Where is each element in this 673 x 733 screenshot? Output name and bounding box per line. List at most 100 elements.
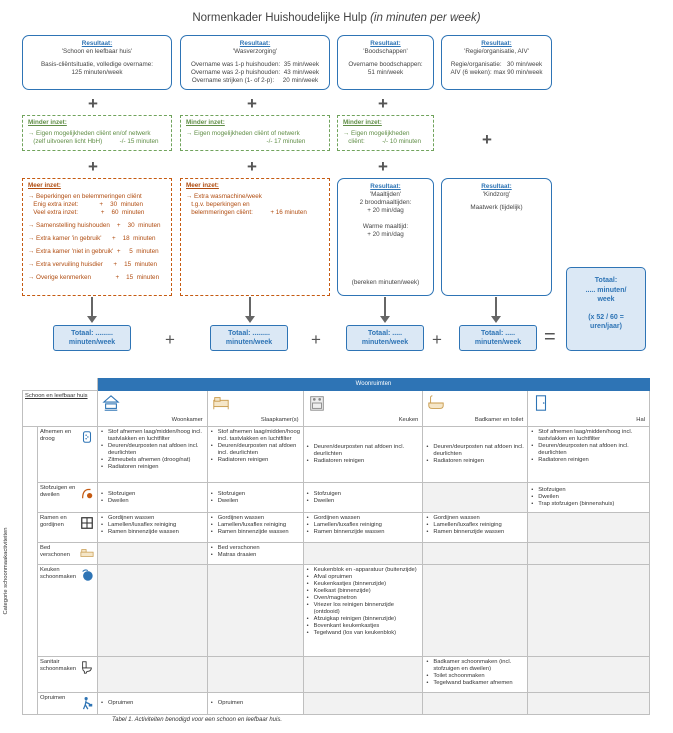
bedroom-icon [213,397,229,410]
category-cell: Categorie schoonmaakactiviteiten [3,426,38,715]
activity-bed: Bed verschonen [36,542,98,565]
totaal-grand: Totaal: ..... minuten/ week (x 52 / 60 =… [566,267,646,351]
down-arrow [87,297,97,323]
window-icon [81,517,93,529]
activities-table: Woonruimten Schoon en leefbaar huis Woon… [3,378,651,715]
table-row: Categorie schoonmaakactiviteiten Afnemen… [3,426,650,715]
cell: Gordijnen wassen Lamellen/luxaflex reini… [302,512,424,543]
cell: Gordijnen wassen Lamellen/luxaflex reini… [422,512,529,543]
down-arrow [380,297,390,323]
cell [422,482,529,513]
cell [422,692,529,715]
vacuum-icon [81,488,93,499]
totaal-boodschappen: Totaal: ..... minuten/week [346,325,424,351]
col-keuken: Keuken [302,390,424,427]
plus-sign: + [247,94,257,113]
cell: Stofzuigen Dweilen [302,482,424,513]
cell: Deuren/deurposten nat afdoen incl. deurl… [422,426,529,483]
plus-sign: + [88,157,98,176]
tidy-icon [82,697,93,710]
cell [527,564,650,657]
activity-afnemen: Afnemen en droog [36,426,98,483]
result-schoon-box: Resultaat: 'Schoon en leefbaar huis' Bas… [22,35,172,90]
cell: Gordijnen wassen Lamellen/luxaflex reini… [96,512,208,543]
column-header-row: Schoon en leefbaar huis Woonkamer Slaapk… [22,390,650,427]
meer-inzet-schoon: Meer inzet: → Beperkingen en belemmering… [22,178,172,296]
cell: Badkamer schoonmaken (incl. stofzuigen e… [422,656,529,693]
cell [422,564,529,657]
cell: Opruimen [206,692,304,715]
table-row: Ramen en gordijnen Gordijnen wassen Lame… [23,512,650,543]
minder-inzet-schoon: Minder inzet: → Eigen mogelijkheden clië… [22,115,172,151]
toilet-icon [82,661,92,674]
cell: Gordijnen wassen Lamellen/luxaflex reini… [206,512,304,543]
cell [527,512,650,543]
totaal-was: Totaal: ......... minuten/week [210,325,288,351]
cell [96,542,208,565]
cell [302,692,424,715]
result-maaltijden-box: Resultaat: 'Maaltijden' 2 broodmaaltijde… [337,178,434,296]
living-room-icon [102,395,120,411]
table-caption: Tabel 1. Activiteiten benodigd voor een … [112,717,283,723]
cell [206,564,304,657]
table-row: Stofzuigen en dweilen Stofzuigen Dweilen… [23,482,650,513]
activity-stofzuigen: Stofzuigen en dweilen [36,482,98,513]
plus-sign: + [88,94,98,113]
plus-sign: + [432,330,442,349]
totaal-regie: Totaal: ..... minuten/week [459,325,537,351]
col-slaapkamer: Slaapkamer(s) [206,390,304,427]
cell: Stofzuigen Dweilen [206,482,304,513]
kitchen-spray-icon [82,569,93,581]
bed-icon [80,549,94,557]
cell: Opruimen [96,692,208,715]
cell: Stofzuigen Dweilen [96,482,208,513]
table-row: Opruimen Opruimen Opruimen [23,692,650,715]
col-hal: Hal [527,390,650,427]
equals-sign: = [544,326,556,348]
corner-cell: Schoon en leefbaar huis [22,390,98,427]
totaal-schoon: Totaal: ......... minuten/week [53,325,131,351]
cell [302,542,424,565]
activity-ramen: Ramen en gordijnen [36,512,98,543]
result-was-box: Resultaat: 'Wasverzorging' Overname was … [180,35,330,90]
plus-sign: + [311,330,321,349]
bathtub-icon [428,395,445,409]
result-regie-box: Resultaat: 'Regie/organisatie, AIV' Regi… [441,35,552,90]
cell [422,542,529,565]
plus-sign: + [247,157,257,176]
cell [527,542,650,565]
cell: Deuren/deurposten nat afdoen incl. deurl… [302,426,424,483]
cell [527,656,650,693]
cell [96,564,208,657]
spray-icon [82,431,91,443]
cell: Keukenblok en -apparatuur (buitenzijde) … [302,564,424,657]
result-kindzorg-box: Resultaat: 'Kindzorg' Maatwerk (tijdelij… [441,178,552,296]
plus-sign: + [378,157,388,176]
cell: Stof afnemen laag/midden/hoog incl. tast… [527,426,650,483]
cell: Bed verschonen Matras draaien [206,542,304,565]
col-woonkamer: Woonkamer [96,390,208,427]
cell [302,656,424,693]
cell: Stofzuigen Dweilen Trap stofzuigen (binn… [527,482,650,513]
down-arrow [245,297,255,323]
cell [527,692,650,715]
woonruimten-header: Woonruimten [96,378,651,391]
activity-sanitair: Sanitair schoonmaken [36,656,98,693]
down-arrow [491,297,501,323]
plus-sign: + [482,130,492,149]
minder-inzet-was: Minder inzet: → Eigen mogelijkheden clië… [180,115,330,151]
cell [96,656,208,693]
activity-opruimen: Opruimen [36,692,98,715]
cell: Stof afnemen laag/midden/hoog incl. tast… [206,426,304,483]
plus-sign: + [378,94,388,113]
cell [206,656,304,693]
cell: Stof afnemen laag/midden/hoog incl. tast… [96,426,208,483]
door-icon [536,395,547,411]
minder-inzet-boodschappen: Minder inzet: → Eigen mogelijkheden clië… [337,115,434,151]
plus-sign: + [165,330,175,349]
activity-keuken: Keuken schoonmaken [36,564,98,657]
table-header-row: Woonruimten [22,378,651,391]
meer-inzet-was: Meer inzet: → Extra wasmachine/week t.g.… [180,178,330,296]
table-row: Keuken schoonmaken Keukenblok en -appara… [23,564,650,657]
kitchen-icon [309,396,324,411]
